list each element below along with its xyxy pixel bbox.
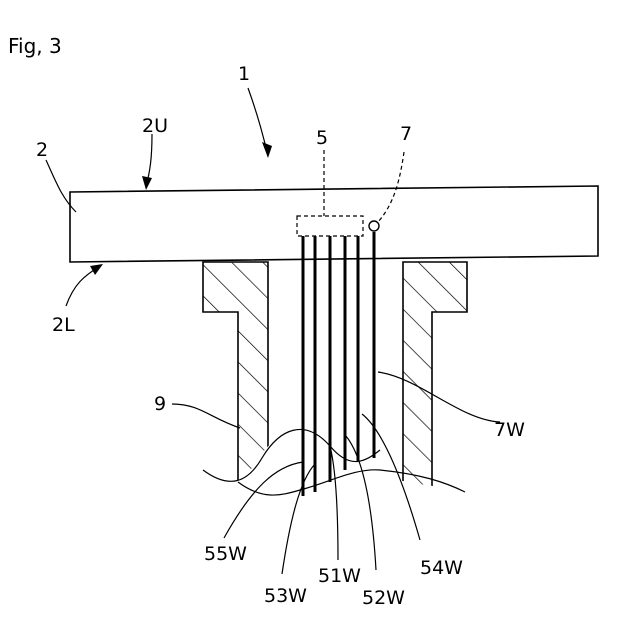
board [70,186,598,262]
sensor-7 [369,221,379,231]
label-board-2: 2 [36,139,48,161]
arrow-2l-head [90,264,103,275]
leader-7w [378,372,500,422]
label-component-5: 5 [316,127,328,149]
label-55w: 55W [204,543,247,565]
label-2l: 2L [52,314,75,336]
label-7w: 7W [494,419,525,441]
figure-caption: Fig, 3 [8,34,62,58]
label-51w: 51W [318,565,361,587]
break-mask [180,432,500,500]
label-2u: 2U [142,115,168,137]
label-sensor-7: 7 [400,123,412,145]
arrow-2u-head [142,176,152,190]
holder-left-wall [203,262,268,490]
label-53w: 53W [264,585,307,607]
label-assembly-1: 1 [238,63,250,85]
label-52w: 52W [362,587,405,609]
leader-holder-9 [172,404,240,428]
label-54w: 54W [420,557,463,579]
arrow-assembly-1-head [262,142,272,158]
holder-right-wall [403,262,467,490]
label-holder-9: 9 [154,393,166,415]
